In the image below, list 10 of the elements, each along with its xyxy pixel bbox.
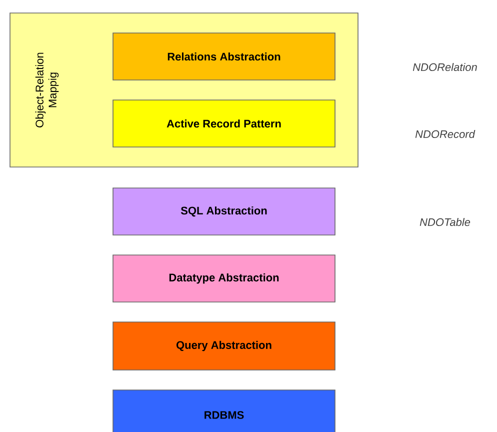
layer-box: Active Record Pattern [112, 100, 336, 148]
layer-box: Datatype Abstraction [112, 254, 336, 302]
class-name: NDOTable [420, 218, 470, 226]
group-heading: Object-Relation Mappig [35, 52, 59, 128]
class-name: NDORecord [415, 130, 476, 138]
layer-box: RDBMS [112, 390, 336, 432]
class-name: NDORelation [412, 62, 477, 72]
layer-box: SQL Abstraction [112, 188, 336, 236]
layer-box: Relations Abstraction [112, 32, 336, 80]
layer-box: Query Abstraction [112, 322, 336, 370]
